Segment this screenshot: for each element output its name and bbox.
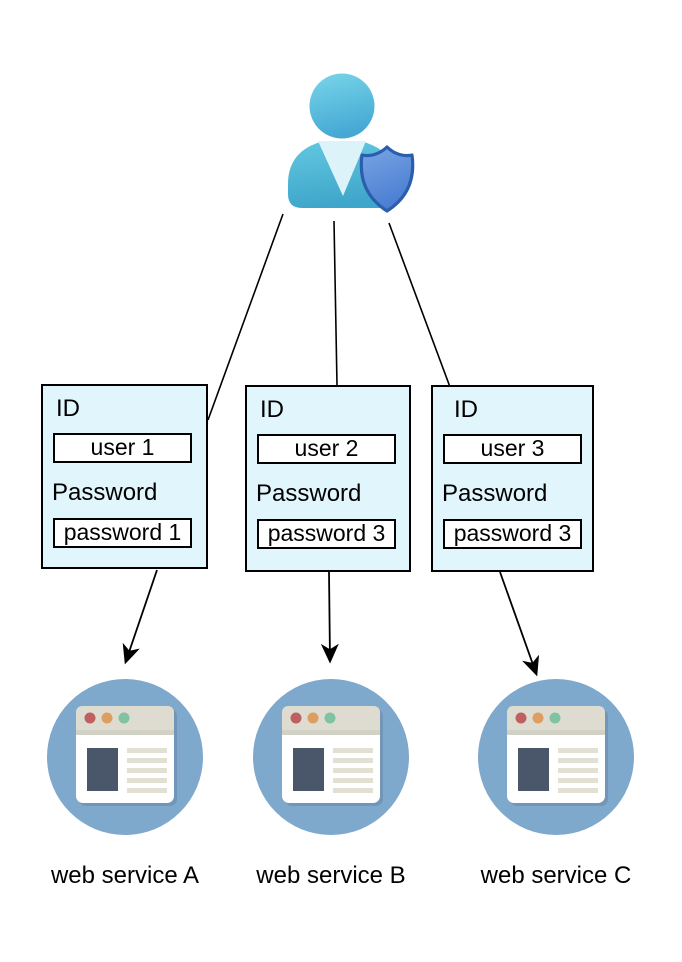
id-label: ID [454, 396, 478, 423]
password-value-box: password 3 [257, 519, 396, 549]
user-head [309, 73, 375, 139]
password-label: Password [52, 479, 158, 506]
arrow-card2-serviceB [320, 571, 339, 664]
password-label: Password [442, 480, 548, 507]
connector-user-card1 [207, 213, 284, 421]
card-to-service-arrows [122, 569, 540, 677]
user-to-card-connectors [207, 213, 451, 421]
web-service-a-icon [47, 679, 203, 835]
id-label: ID [260, 396, 284, 423]
id-label: ID [56, 395, 80, 422]
web-service-c-icon [478, 679, 634, 835]
arrow-card1-serviceA [122, 569, 158, 665]
credential-card-2: ID user 2 Password password 3 [245, 385, 411, 572]
web-service-a-label: web service A [50, 862, 200, 889]
web-service-b-label: web service B [256, 862, 406, 889]
id-value-box: user 3 [443, 434, 582, 464]
password-label: Password [256, 480, 362, 507]
connector-user-card2 [333, 220, 338, 386]
id-value-box: user 1 [53, 433, 192, 463]
web-service-c-label: web service C [480, 862, 632, 889]
user-collar [318, 141, 366, 196]
password-value-box: password 1 [53, 518, 192, 548]
connector-user-card3 [388, 222, 451, 388]
user-with-shield-icon [288, 73, 415, 213]
id-value-box: user 2 [257, 434, 396, 464]
credential-card-3: ID user 3 Password password 3 [431, 385, 594, 572]
web-service-b-icon [253, 679, 409, 835]
credential-card-1: ID user 1 Password password 1 [41, 384, 208, 569]
shield-icon [359, 145, 415, 213]
password-value-box: password 3 [443, 519, 582, 549]
arrow-card3-serviceC [499, 571, 540, 677]
